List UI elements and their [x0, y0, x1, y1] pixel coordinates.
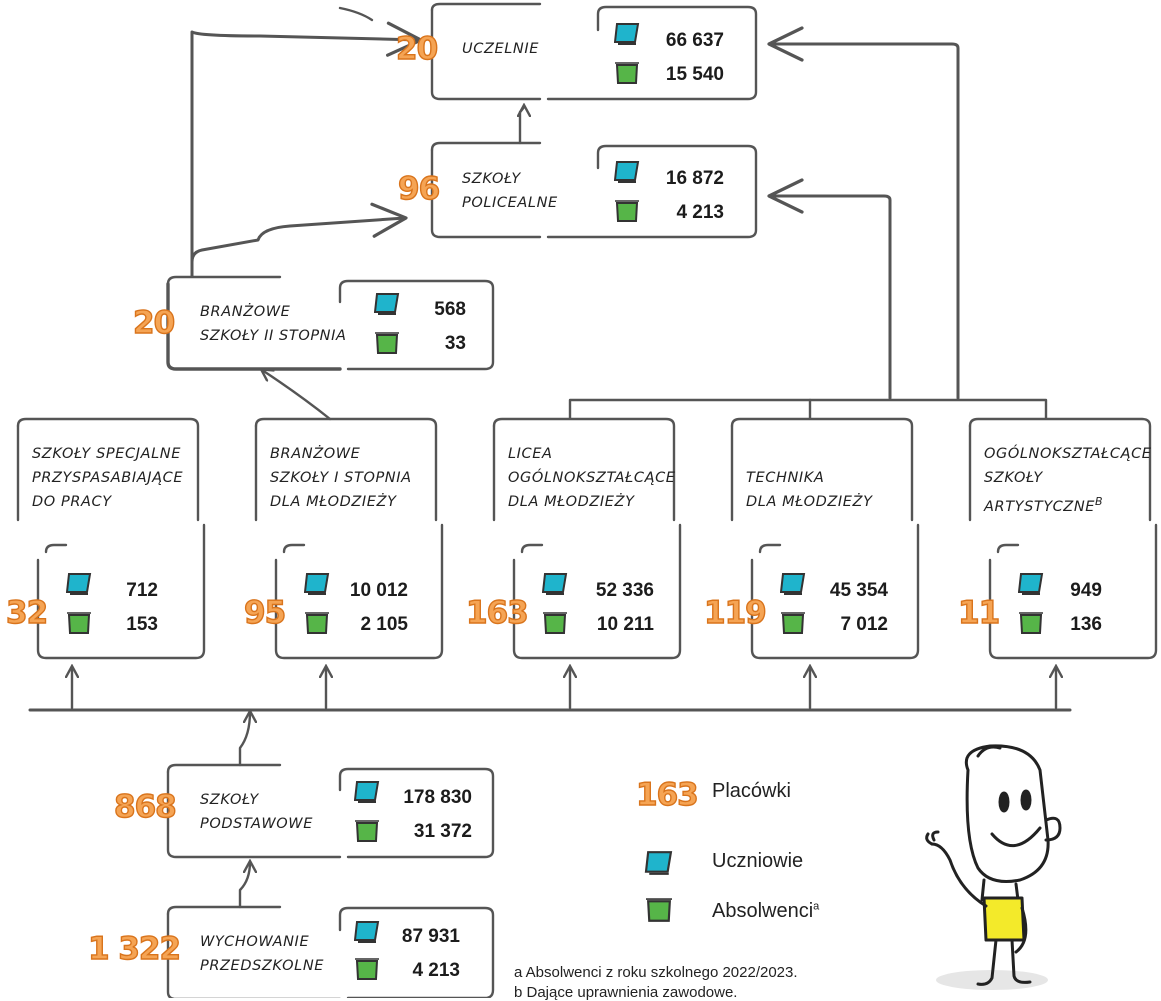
licea-graduates: 10 211	[596, 614, 654, 635]
branzowe2-students: 568	[434, 299, 466, 320]
branzowe1-count: 95	[243, 595, 287, 631]
legend-count-sample: 163	[635, 777, 699, 813]
top-bracket	[568, 398, 1048, 420]
specjalne-label-2: PRZYSPASABIAJĄCE	[32, 470, 184, 486]
podstawowe-count: 868	[113, 789, 177, 825]
specjalne-label-1: SZKOŁY SPECJALNE	[32, 446, 182, 462]
artystyczne-label-2: SZKOŁY	[984, 470, 1043, 486]
uczelnie-students: 66 637	[665, 30, 724, 51]
footnote-a-marker: a	[813, 900, 820, 913]
przedszkolne-label-1: WYCHOWANIE	[200, 934, 310, 950]
policealne-outline	[430, 141, 758, 239]
licea-label-3: DLA MŁODZIEŻY	[508, 494, 635, 510]
podstawowe-label-1: SZKOŁY	[200, 792, 259, 808]
students-icon	[1018, 573, 1044, 595]
graduates-icon	[781, 612, 805, 634]
przedszkolne-label-2: PRZEDSZKOLNE	[200, 958, 325, 974]
specjalne-students: 712	[126, 580, 158, 601]
students-icon	[354, 921, 380, 943]
artystyczne-graduates: 136	[1070, 614, 1102, 635]
students-icon	[614, 161, 640, 183]
podstawowe-students: 178 830	[403, 787, 472, 808]
graduates-icon	[615, 62, 639, 84]
graduates-icon	[355, 958, 379, 980]
artystyczne-students: 949	[1070, 580, 1102, 601]
footnote-b-marker: b	[1095, 495, 1104, 508]
students-icon	[66, 573, 92, 595]
uczelnie-graduates: 15 540	[665, 64, 724, 85]
graduates-icon	[543, 612, 567, 634]
graduates-icon	[305, 612, 329, 634]
legend-placowki: Placówki	[712, 780, 791, 802]
branzowe2-label-1: BRANŻOWE	[200, 304, 291, 320]
footnote-a: a Absolwenci z roku szkolnego 2022/2023.	[514, 964, 798, 981]
specjalne-count: 32	[5, 595, 49, 631]
przedszkolne-students: 87 931	[401, 926, 460, 947]
przedszkolne-outline	[166, 905, 495, 998]
branzowe1-students: 10 012	[349, 580, 408, 601]
technika-label-2: DLA MŁODZIEŻY	[746, 494, 873, 510]
branzowe2-label-2: SZKOŁY II STOPNIA	[200, 328, 347, 344]
students-icon	[304, 573, 330, 595]
students-icon	[780, 573, 806, 595]
students-icon	[614, 23, 640, 45]
technika-graduates: 7 012	[840, 614, 888, 635]
students-icon	[354, 781, 380, 803]
legend-absolwenci: Absolwencia	[712, 900, 820, 922]
students-icon	[644, 851, 673, 875]
inner-frames	[36, 523, 1158, 660]
artystyczne-count: 11	[957, 595, 1001, 631]
mascot-figure	[925, 744, 1062, 990]
przedszkolne-count: 1 322	[87, 931, 181, 967]
policealne-students: 16 872	[665, 168, 724, 189]
technika-count: 119	[703, 595, 767, 631]
students-icon	[542, 573, 568, 595]
policealne-label-1: SZKOŁY	[462, 171, 521, 187]
licea-label-2: OGÓLNOKSZTAŁCĄCE	[508, 470, 676, 486]
graduates-icon	[646, 898, 672, 922]
branzowe1-graduates: 2 105	[360, 614, 408, 635]
uczelnie-outline	[430, 2, 758, 101]
uczelnie-label: UCZELNIE	[462, 41, 539, 57]
podstawowe-outline	[166, 763, 495, 859]
specjalne-graduates: 153	[126, 614, 158, 635]
graduates-icon	[375, 332, 399, 354]
students-icon	[374, 293, 400, 315]
podstawowe-label-2: PODSTAWOWE	[200, 816, 313, 832]
branzowe2-outline	[166, 275, 495, 371]
graduates-icon	[615, 200, 639, 222]
graduates-icon	[1019, 612, 1043, 634]
branzowe1-label-3: DLA MŁODZIEŻY	[270, 494, 397, 510]
technika-students: 45 354	[829, 580, 888, 601]
graduates-icon	[355, 820, 379, 842]
podstawowe-graduates: 31 372	[413, 821, 472, 842]
policealne-label-2: POLICEALNE	[462, 195, 558, 211]
legend-uczniowie: Uczniowie	[712, 850, 804, 872]
branzowe2-count: 20	[132, 305, 176, 341]
policealne-count: 96	[397, 171, 441, 207]
branzowe2-graduates: 33	[444, 333, 466, 354]
policealne-graduates: 4 213	[676, 202, 724, 223]
artystyczne-label-1: OGÓLNOKSZTAŁCĄCE	[984, 446, 1152, 462]
uczelnie-count: 20	[395, 31, 439, 67]
artystyczne-label-3: ARTYSTYCZNEb	[984, 495, 1104, 515]
graduates-icon	[67, 612, 91, 634]
licea-students: 52 336	[595, 580, 654, 601]
branzowe1-label-2: SZKOŁY I STOPNIA	[270, 470, 412, 486]
technika-label-1: TECHNIKA	[746, 470, 825, 486]
footnote-b: b Dające uprawnienia zawodowe.	[514, 984, 738, 1001]
specjalne-label-3: DO PRACY	[32, 494, 112, 510]
branzowe1-label-1: BRANŻOWE	[270, 446, 361, 462]
licea-label-1: LICEA	[508, 446, 553, 462]
przedszkolne-graduates: 4 213	[412, 960, 460, 981]
tall-box-outlines	[16, 417, 1152, 522]
licea-count: 163	[465, 595, 529, 631]
